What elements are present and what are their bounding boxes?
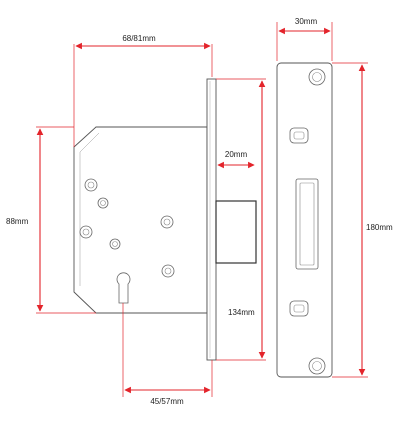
case-screw-hole-1-inner: [87, 181, 95, 189]
dimension-strike-height: 180mm: [332, 62, 393, 378]
forend-plate: [206, 78, 217, 361]
dimension-case-height: 88mm: [6, 126, 96, 314]
lock-case: [73, 126, 208, 314]
deadbolt: [215, 200, 257, 264]
case-screw-hole-2-inner: [100, 200, 106, 206]
strike-height-label: 180mm: [366, 223, 393, 232]
depth-label: 68/81mm: [122, 34, 156, 43]
strike-bolt-opening-inner: [299, 182, 315, 266]
forend-plate-outline: [206, 78, 217, 361]
strike-slot-upper-inner: [293, 131, 305, 140]
backset-label: 45/57mm: [150, 397, 184, 406]
forend-height-label: 134mm: [228, 308, 255, 317]
dimension-forend-height: 134mm: [216, 78, 266, 361]
strike-screw-hole-bottom-inner: [312, 361, 322, 371]
case-screw-hole-6-inner: [164, 267, 172, 275]
dimension-depth: 68/81mm: [73, 34, 213, 147]
strike-slot-lower-inner: [293, 304, 305, 313]
case-screw-hole-5-inner: [163, 218, 171, 226]
strike-plate: [276, 62, 333, 378]
dimension-strike-width: 30mm: [276, 17, 333, 61]
case-screw-hole-3-inner: [82, 228, 90, 236]
strike-screw-hole-top-inner: [312, 72, 322, 82]
strike-width-label: 30mm: [295, 17, 318, 26]
dimension-bolt-width: 20mm: [217, 150, 255, 169]
bolt-width-label: 20mm: [225, 150, 248, 159]
dimension-backset: 45/57mm: [122, 303, 213, 406]
lock-case-outline: [73, 126, 208, 314]
lock-case-inner-edge: [79, 132, 100, 286]
case-screw-hole-4-inner: [112, 241, 118, 247]
keyhole: [116, 272, 131, 304]
case-height-label: 88mm: [6, 217, 29, 226]
